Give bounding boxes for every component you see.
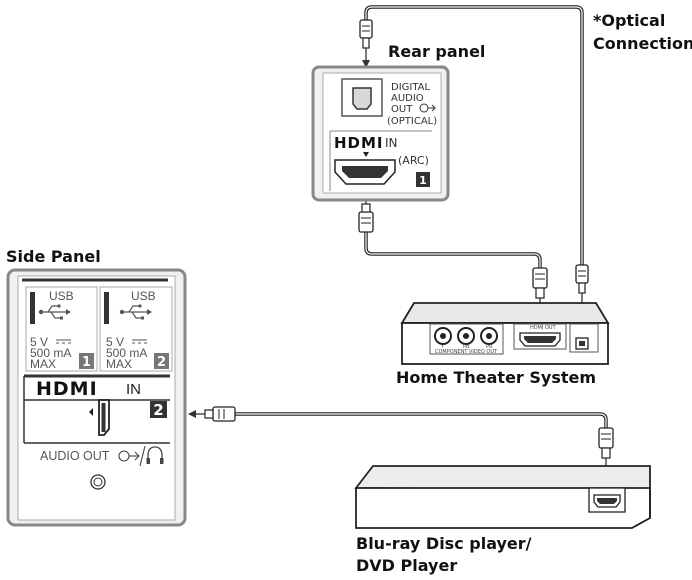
optical-connection-label-line1: *Optical	[593, 11, 665, 30]
side-hdmi-indicator	[89, 408, 93, 416]
optical-connection-label-line2: Connection	[593, 34, 692, 53]
usb2-voltage: 5 V	[106, 335, 124, 349]
usb2-max: MAX	[106, 357, 132, 371]
hdmi-plug-hts	[532, 267, 548, 289]
side-hdmi-number: 2	[153, 401, 163, 419]
usb1-voltage: 5 V	[30, 335, 48, 349]
hdmi-plug-bluray	[598, 427, 614, 449]
digital-audio-line2: AUDIO	[391, 93, 424, 104]
jack-pr-label: PR	[486, 344, 493, 350]
rear-hdmi-in-label: IN	[385, 136, 398, 150]
usb1-current: 500 mA	[30, 346, 71, 360]
bluray-label-line2: DVD Player	[356, 556, 457, 575]
jack-pb-label: PB	[463, 344, 470, 350]
rear-hdmi-number: 1	[419, 174, 427, 187]
bluray-hdmi-out-port[interactable]	[588, 487, 626, 513]
optical-plug-bottom	[575, 264, 589, 284]
home-theater-system: Y PB PR COMPONENT VIDEO OUT HDMI OUT	[400, 302, 610, 365]
rear-arc-label: (ARC)	[398, 154, 429, 167]
side-hdmi-logo: HDMI	[36, 378, 98, 400]
bluray-player	[354, 465, 651, 529]
usb2-number: 2	[157, 355, 166, 370]
side-hdmi-in-label: IN	[126, 381, 141, 398]
audio-out-icon	[419, 103, 436, 113]
side-audio-out-label: AUDIO OUT	[40, 449, 110, 463]
rear-panel: DIGITAL AUDIO OUT (OPTICAL) HDMI IN (ARC…	[311, 65, 450, 202]
component-video-out-label: COMPONENT VIDEO OUT	[435, 349, 498, 355]
side-panel-label: Side Panel	[6, 247, 101, 266]
hdmi-cable-rear-to-hts	[358, 192, 548, 316]
usb-port-2[interactable]: USB 5 V 500 mA MAX 2	[99, 286, 173, 372]
usb-port-1[interactable]: USB 5 V 500 mA MAX 1	[25, 286, 98, 372]
side-hdmi-port[interactable]	[89, 399, 110, 436]
optical-port[interactable]	[341, 78, 383, 117]
usb1-icon	[38, 304, 71, 320]
usb1-number: 1	[82, 355, 91, 370]
usb2-icon	[119, 304, 152, 320]
rear-panel-label: Rear panel	[388, 42, 485, 61]
component-jack-y[interactable]	[434, 327, 452, 345]
hdmi-plug-rear	[358, 211, 374, 233]
rear-hdmi-logo: HDMI	[334, 134, 384, 152]
headphone-jack[interactable]	[90, 474, 106, 490]
digital-audio-line4: (OPTICAL)	[387, 116, 437, 127]
audio-out-symbol-icon	[118, 445, 146, 467]
digital-audio-line1: DIGITAL	[391, 82, 431, 93]
rear-hdmi-port[interactable]	[334, 159, 396, 185]
optical-plug-top	[359, 19, 373, 39]
headphone-icon	[146, 446, 164, 464]
digital-audio-line3: OUT	[391, 104, 413, 115]
hts-hdmi-out-port[interactable]	[519, 332, 561, 347]
usb1-max: MAX	[30, 357, 56, 371]
usb2-current: 500 mA	[106, 346, 147, 360]
side-panel: USB 5 V 500 mA MAX 1 USB	[6, 268, 187, 527]
hdmi-cable-bluray-to-side	[188, 406, 614, 482]
rear-hdmi-indicator	[363, 152, 369, 157]
hts-optical-in-port[interactable]	[575, 337, 589, 350]
component-jack-pb[interactable]	[457, 327, 475, 345]
hts-hdmi-out-label: HDMI OUT	[530, 325, 557, 331]
optical-cable	[359, 5, 589, 312]
component-jack-pr[interactable]	[480, 327, 498, 345]
bluray-label-line1: Blu-ray Disc player/	[356, 534, 532, 553]
usb2-label: USB	[131, 289, 156, 303]
home-theater-label: Home Theater System	[396, 368, 596, 387]
usb1-label: USB	[49, 289, 74, 303]
jack-y-label: Y	[440, 344, 445, 350]
